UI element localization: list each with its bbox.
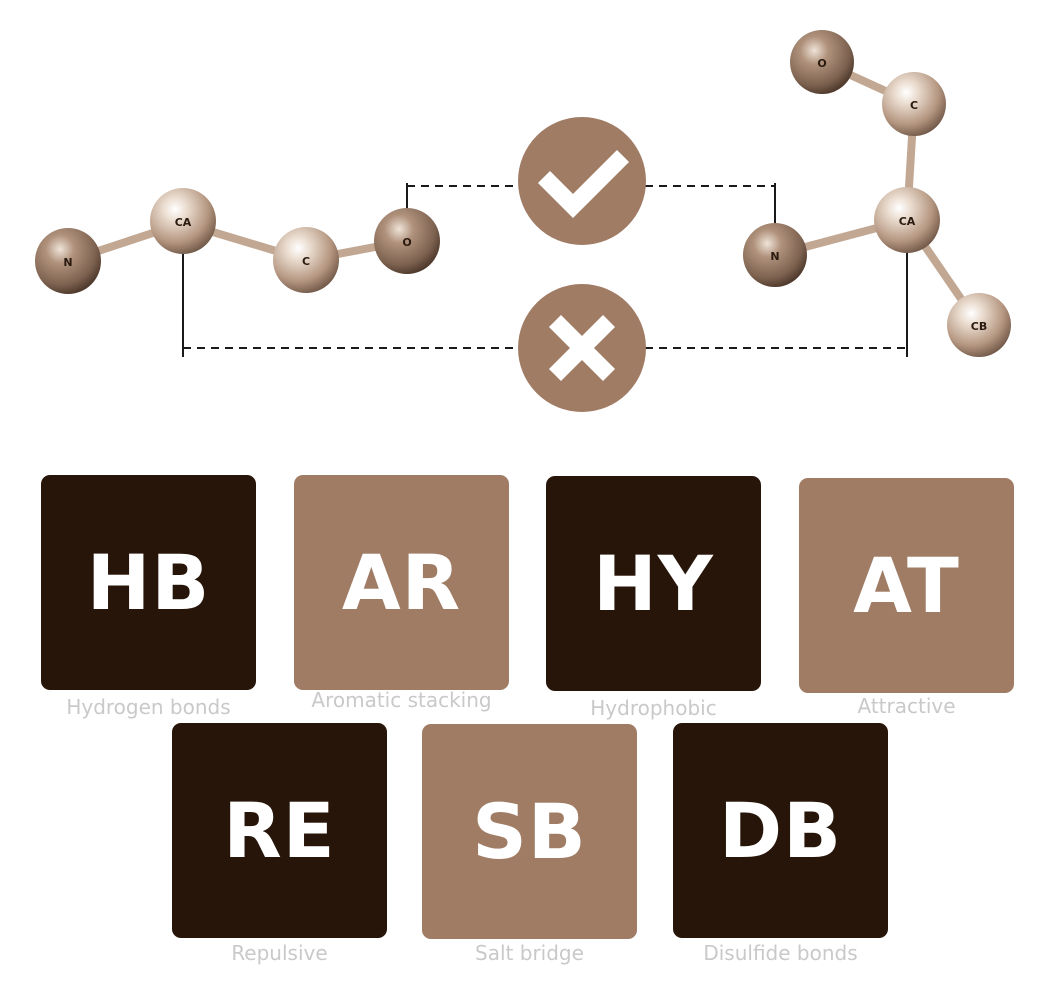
atom-label: CA [175,216,192,229]
tile-abbr: SB [472,786,587,876]
tile-caption: Hydrophobic [590,696,717,720]
left-molecule-bonds [64,219,411,265]
tile-caption: Aromatic stacking [311,688,492,712]
tile-caption: Disulfide bonds [703,941,858,965]
atom-ca-right: CA [874,187,940,253]
tile-salt-bridge: SB Salt bridge [422,724,637,965]
molecule-diagram: N CA C O O C N CA [35,30,1011,412]
tile-hydrophobic: HY Hydrophobic [546,476,761,720]
atom-n-left: N [35,228,101,294]
atom-o-left: O [374,208,440,274]
atom-label: N [770,250,779,263]
tile-caption: Attractive [857,694,956,718]
right-molecule: O C N CA CB [743,30,1011,357]
atom-label: C [910,99,918,112]
atom-label: O [402,236,411,249]
cross-badge [518,284,646,412]
tile-caption: Hydrogen bonds [66,695,231,719]
atom-label: C [302,255,310,268]
cross-icon [548,314,616,382]
tile-abbr: DB [718,785,842,875]
tile-abbr: HY [593,538,714,628]
atom-n-right: N [743,223,807,287]
atom-c-left: C [273,227,339,293]
atom-label: N [63,256,72,269]
check-icon [537,149,630,219]
tile-attractive: AT Attractive [799,478,1014,718]
tile-abbr: HB [86,537,211,627]
tile-disulfide-bonds: DB Disulfide bonds [673,723,888,965]
tile-abbr: AT [853,540,960,630]
tile-abbr: AR [341,537,462,627]
tile-caption: Repulsive [231,941,328,965]
tile-repulsive: RE Repulsive [172,723,387,965]
atom-cb-right: CB [947,293,1011,357]
atom-c-right: C [882,72,946,136]
check-badge [518,117,646,245]
connector-not-allowed [182,248,908,357]
atom-label: CB [971,320,987,333]
tile-hydrogen-bonds: HB Hydrogen bonds [41,475,256,719]
tile-aromatic-stacking: AR Aromatic stacking [294,475,509,712]
tile-abbr: RE [223,785,336,875]
atom-o-right: O [790,30,854,94]
tile-caption: Salt bridge [475,941,584,965]
atom-label: O [817,57,826,70]
left-molecule: N CA C O [35,188,440,294]
right-molecule-bonds [771,58,983,329]
atom-label: CA [899,215,916,228]
atom-ca-left: CA [150,188,216,254]
